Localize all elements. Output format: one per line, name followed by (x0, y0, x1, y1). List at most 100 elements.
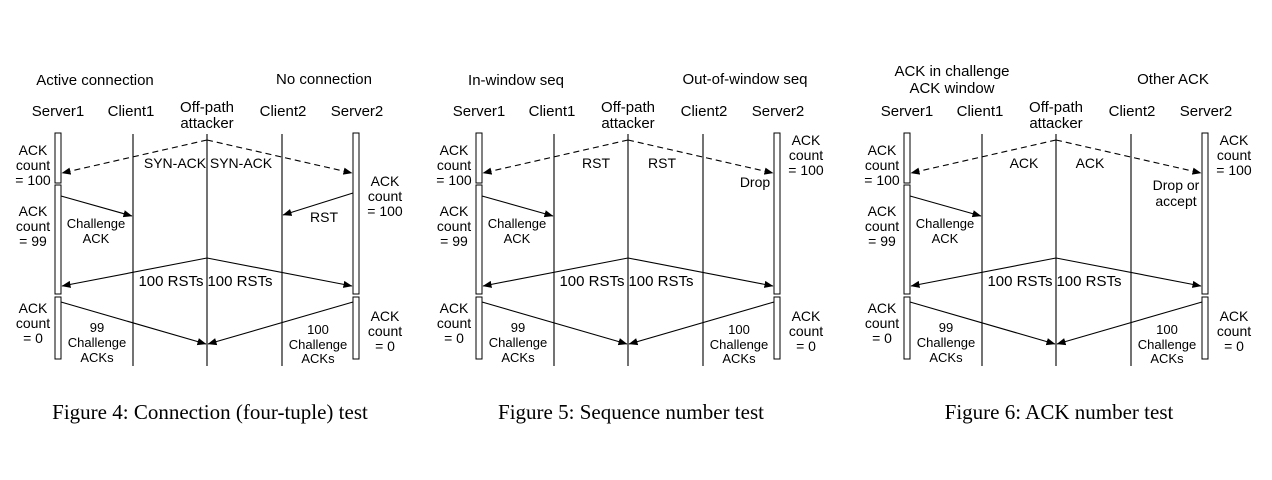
final-label-left-2: Challenge (489, 335, 548, 350)
final-label-right-3: ACKs (722, 351, 756, 366)
left-heading: In-window seq (468, 72, 564, 89)
right-ack-count-2-line-3: = 0 (375, 338, 395, 354)
spoof-label-left: 100 RSTs (987, 273, 1052, 290)
probe-label-right: SYN-ACK (210, 155, 273, 171)
final-label-left-3: ACKs (929, 350, 963, 365)
left-ack-count-1-line-2: count (16, 157, 50, 173)
right-ack-count-1-line-2: count (789, 147, 823, 163)
server1-box-1 (475, 132, 483, 184)
left-ack-count-2-line-1: ACK (440, 203, 469, 219)
right-ack-count-2-line-3: = 0 (1224, 338, 1244, 354)
right-ack-count-1-line-3: = 100 (788, 162, 824, 178)
final-label-left-3: ACKs (80, 350, 114, 365)
server1-box-1 (54, 132, 62, 184)
left-ack-count-1-line-3: = 100 (15, 172, 51, 188)
actor-server1: Server1 (32, 103, 85, 120)
final-arrow-right (1056, 301, 1203, 346)
final-label-right-3: ACKs (301, 351, 335, 366)
right-ack-count-2-line-2: count (789, 323, 823, 339)
final-arrow-left (909, 301, 1056, 346)
challenge-ack-label-1: Challenge (67, 216, 126, 231)
server1-box-1 (903, 132, 911, 184)
right-ack-count-2-line-2: count (1217, 323, 1251, 339)
left-heading: ACK in challenge (894, 63, 1009, 80)
right-ack-count-2-line-2: count (368, 323, 402, 339)
actor-off-path: Off-path (601, 99, 655, 116)
left-ack-count-2-line-3: = 99 (19, 233, 47, 249)
left-ack-count-1-line-3: = 100 (436, 172, 472, 188)
left-heading: Active connection (36, 72, 154, 89)
actor-client2: Client2 (681, 103, 728, 120)
figure-caption: Figure 5: Sequence number test (498, 400, 764, 424)
challenge-ack-arrow (481, 195, 554, 218)
actor-server2: Server2 (752, 103, 805, 120)
left-ack-count-3-line-2: count (437, 315, 471, 331)
left-ack-count-3-line-1: ACK (440, 300, 469, 316)
figure-caption: Figure 4: Connection (four-tuple) test (52, 400, 368, 424)
challenge-ack-label-2: ACK (504, 231, 531, 246)
left-ack-count-3-line-3: = 0 (23, 330, 43, 346)
server1-box-3 (54, 296, 62, 360)
left-ack-count-1-line-3: = 100 (864, 172, 900, 188)
spoof-label-left: 100 RSTs (138, 273, 203, 290)
server2-box-2 (352, 296, 360, 360)
server1-box-3 (903, 296, 911, 360)
probe-label-left: SYN-ACK (144, 155, 207, 171)
right-ack-count-1-line-3: = 100 (367, 203, 403, 219)
actor-server2: Server2 (1180, 103, 1233, 120)
actor-client1: Client1 (108, 103, 155, 120)
probe-label-left: RST (582, 155, 610, 171)
right-ack-count-1-line-1: ACK (792, 132, 821, 148)
probe-label-right: RST (648, 155, 676, 171)
left-ack-count-2-line-1: ACK (868, 203, 897, 219)
left-ack-count-1-line-2: count (437, 157, 471, 173)
left-ack-count-1-line-2: count (865, 157, 899, 173)
probe-arrow-right (627, 139, 774, 175)
left-ack-count-3-line-3: = 0 (444, 330, 464, 346)
final-label-left-1: 99 (90, 320, 104, 335)
server2-box-1 (773, 132, 781, 295)
challenge-ack-arrow (909, 195, 982, 218)
actor-client2: Client2 (260, 103, 307, 120)
final-arrow-left (60, 301, 207, 346)
server-event-label: Drop (740, 174, 771, 190)
left-ack-count-2-line-2: count (437, 218, 471, 234)
actor-attacker: attacker (1029, 115, 1082, 132)
left-ack-count-3-line-2: count (865, 315, 899, 331)
challenge-ack-label-1: Challenge (916, 216, 975, 231)
left-heading-line-2: ACK window (909, 80, 994, 97)
final-label-left-1: 99 (511, 320, 525, 335)
actor-off-path: Off-path (180, 99, 234, 116)
server-event-label-2: accept (1155, 193, 1196, 209)
right-ack-count-2-line-1: ACK (1220, 308, 1249, 324)
spoof-arrow-left (482, 257, 629, 288)
actor-attacker: attacker (601, 115, 654, 132)
server2-box-2 (1201, 296, 1209, 360)
final-arrow-left (481, 301, 628, 346)
final-label-right-2: Challenge (1138, 337, 1197, 352)
right-ack-count-1-line-1: ACK (1220, 132, 1249, 148)
final-label-left-3: ACKs (501, 350, 535, 365)
server2-box-1 (352, 132, 360, 295)
challenge-ack-label-2: ACK (83, 231, 110, 246)
final-label-right-1: 100 (728, 322, 750, 337)
left-ack-count-3-line-2: count (16, 315, 50, 331)
final-label-left-1: 99 (939, 320, 953, 335)
final-label-left-2: Challenge (68, 335, 127, 350)
server2-box-1 (1201, 132, 1209, 295)
spoof-label-right: 100 RSTs (1056, 273, 1121, 290)
left-ack-count-3-line-1: ACK (868, 300, 897, 316)
spoof-arrow-right (206, 257, 353, 288)
left-ack-count-1-line-1: ACK (440, 142, 469, 158)
right-heading: Other ACK (1137, 71, 1209, 88)
probe-arrow-left (61, 139, 208, 175)
challenge-ack-label-2: ACK (932, 231, 959, 246)
probe-label-right: ACK (1076, 155, 1105, 171)
probe-arrow-left (910, 139, 1057, 175)
actor-attacker: attacker (180, 115, 233, 132)
figure-caption: Figure 6: ACK number test (945, 400, 1174, 424)
server-event-label-1: Drop or (1153, 177, 1200, 193)
